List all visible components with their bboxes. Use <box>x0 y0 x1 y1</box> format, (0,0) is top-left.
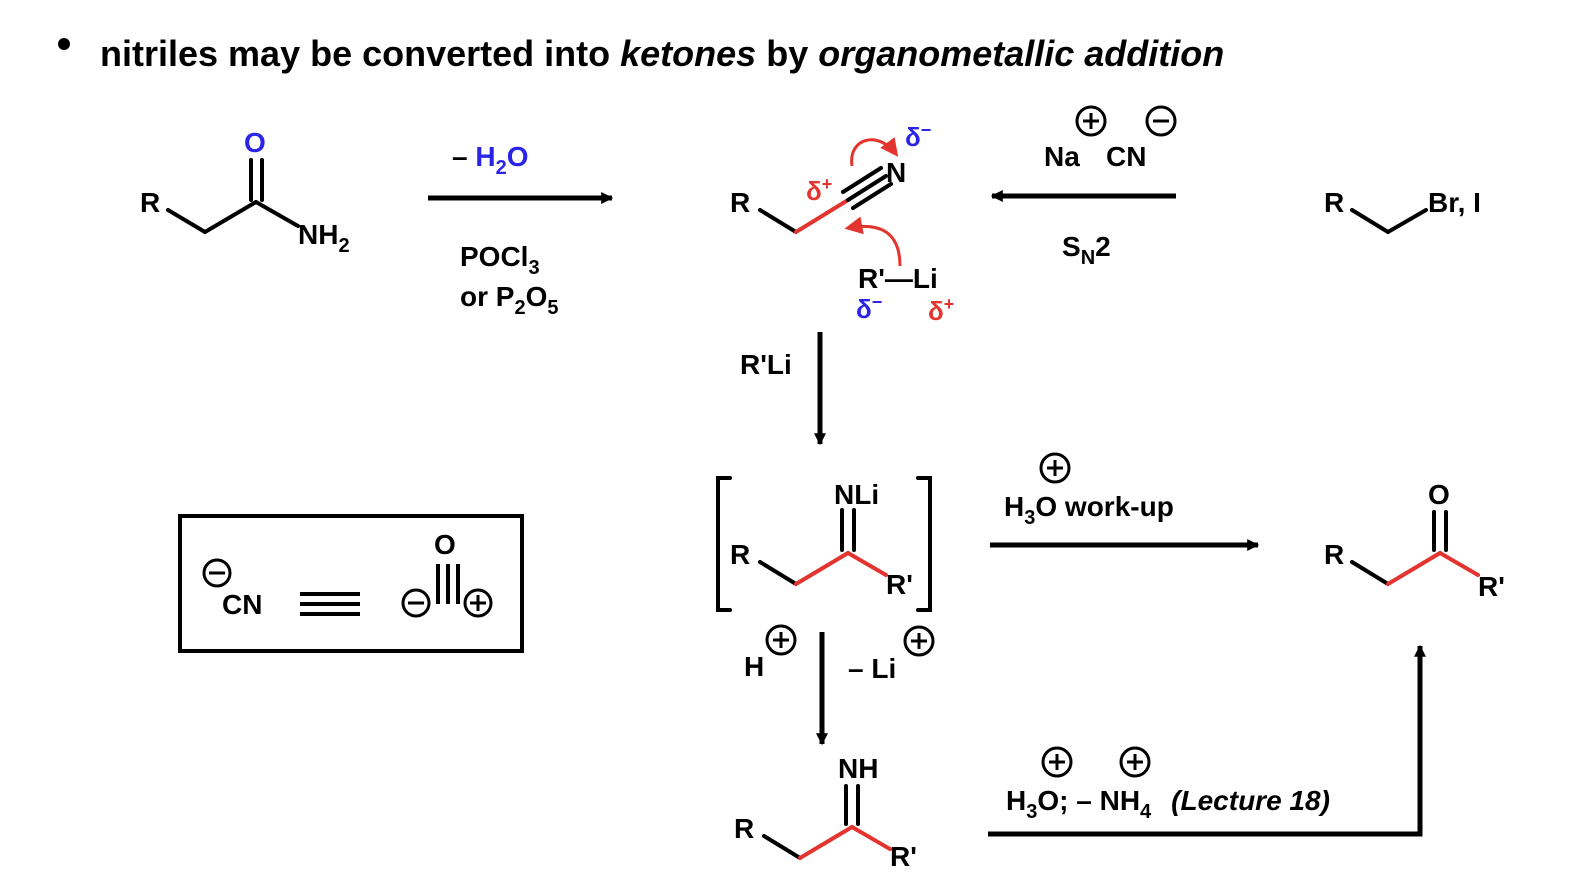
heading: nitriles may be converted into ketones b… <box>100 33 1224 74</box>
plus-charge-icon <box>1075 105 1107 137</box>
svg-text:N: N <box>886 157 906 188</box>
rli-arrow-label: R'Li <box>740 349 792 380</box>
minus-li-label: – Li <box>848 653 896 684</box>
bullet-icon <box>58 38 70 50</box>
equivalence-icon <box>300 592 360 616</box>
svg-text:R': R' <box>1478 571 1505 602</box>
minus-charge-icon <box>401 588 431 618</box>
curly-arrow-to-c <box>844 216 902 267</box>
ketone-structure: R O R' <box>1324 479 1505 602</box>
imine-structure: R NH R' <box>734 753 917 872</box>
co-o-label: O <box>434 529 456 560</box>
cyanide-reagent: Na CN <box>1044 105 1177 172</box>
svg-text:R: R <box>1324 539 1344 570</box>
svg-text:δ+: δ+ <box>928 294 954 326</box>
delta-plus-c: δ+ <box>806 174 832 206</box>
svg-text:Br, I: Br, I <box>1428 187 1481 218</box>
pocl3-label: POCl3 <box>460 241 540 279</box>
svg-text:R': R' <box>886 569 913 600</box>
plus-charge-icon <box>765 624 797 656</box>
workup-label: H3O work-up <box>1004 491 1174 529</box>
plus-charge-icon <box>1119 746 1151 778</box>
alkyl-halide-structure: R Br, I <box>1324 187 1481 234</box>
svg-text:R: R <box>730 187 750 218</box>
minus-charge-icon <box>202 558 232 588</box>
plus-charge-icon <box>903 625 935 657</box>
imine-salt-structure: R NLi R' <box>716 476 932 612</box>
plus-charge-icon <box>463 588 493 618</box>
isoelectronic-box: CN O <box>178 514 524 653</box>
hydrolysis-label: H3O; – NH4(Lecture 18) <box>1006 785 1330 823</box>
svg-text:NLi: NLi <box>834 479 879 510</box>
svg-text:R: R <box>140 187 160 218</box>
svg-text:Na: Na <box>1044 141 1080 172</box>
hydrolysis-arrow <box>988 644 1426 837</box>
proton-label: H <box>744 651 764 682</box>
svg-text:O: O <box>244 127 266 158</box>
plus-charge-icon <box>1039 452 1071 484</box>
right-bracket <box>916 476 932 612</box>
sn2-label: SN2 <box>1062 231 1111 269</box>
svg-text:CN: CN <box>222 589 262 620</box>
plus-charge-icon <box>1041 746 1073 778</box>
svg-text:δ−: δ− <box>856 292 882 324</box>
nitrile-structure: R N δ− δ+ R'—Li δ− δ+ <box>730 120 954 326</box>
svg-text:R: R <box>1324 187 1344 218</box>
p2o5-label: or P2O5 <box>460 281 559 319</box>
triple-bond-vertical-icon <box>436 564 460 604</box>
delta-minus-n: δ− <box>905 120 931 152</box>
svg-text:O: O <box>1428 479 1450 510</box>
rli-reagent: R'—Li <box>858 263 938 294</box>
svg-text:NH: NH <box>838 753 878 784</box>
minus-charge-icon <box>1145 105 1177 137</box>
left-bracket <box>716 476 732 612</box>
svg-text:CN: CN <box>1106 141 1146 172</box>
svg-text:R: R <box>730 539 750 570</box>
svg-text:R: R <box>734 813 754 844</box>
amide-structure: R O NH2 <box>140 127 350 257</box>
curly-arrow-to-n <box>850 137 899 167</box>
amide-nh2-label: NH2 <box>298 219 350 257</box>
svg-text:R': R' <box>890 841 917 872</box>
minus-water-label: – H2O <box>452 141 529 179</box>
